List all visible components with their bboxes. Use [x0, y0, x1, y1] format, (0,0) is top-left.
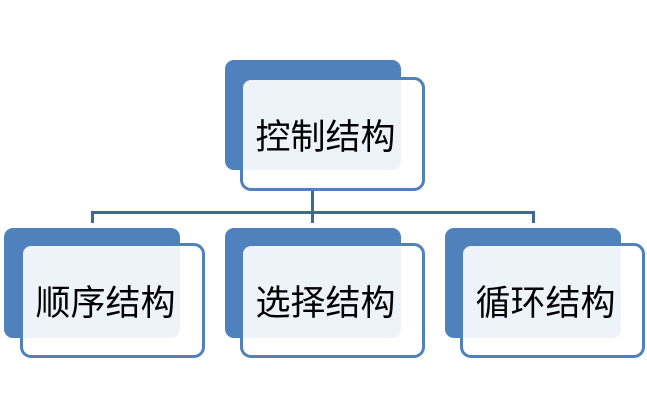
child-node-label: 顺序结构 [35, 284, 176, 324]
child-node-box: 循环结构 [460, 243, 645, 358]
root-node-box: 控制结构 [240, 77, 425, 191]
connector-left-drop [91, 211, 94, 223]
connector-right-drop [532, 211, 535, 223]
child-node-box: 选择结构 [240, 243, 425, 358]
root-node-label: 控制结构 [255, 117, 396, 158]
child-node-label: 循环结构 [475, 284, 616, 324]
child-node-box: 顺序结构 [20, 243, 205, 358]
connector-root-stem [311, 190, 314, 223]
connector-horizontal [91, 211, 535, 214]
child-node-label: 选择结构 [255, 284, 396, 324]
